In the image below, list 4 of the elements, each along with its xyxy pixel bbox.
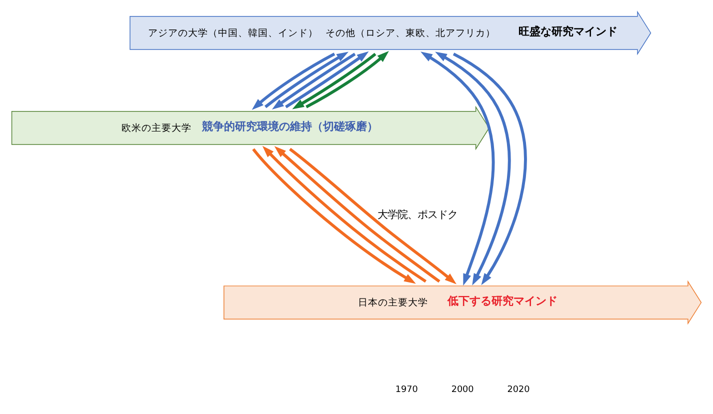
label: 2000 [451, 384, 474, 395]
label: 1970 [395, 384, 418, 395]
label: 大学院、ポスドク [378, 208, 458, 220]
label: 2020 [507, 384, 530, 395]
